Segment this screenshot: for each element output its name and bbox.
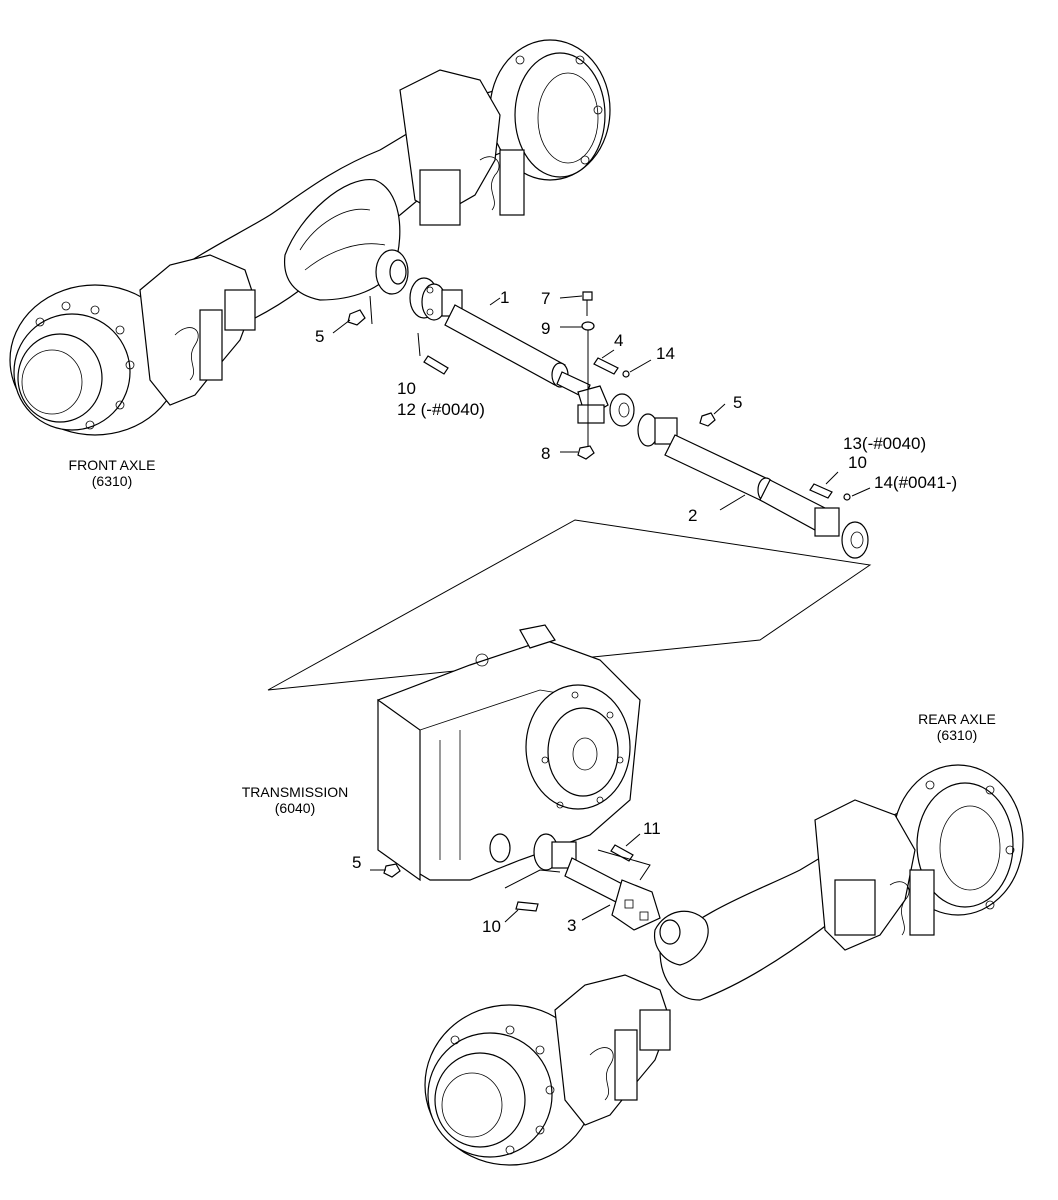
- propeller-shaft-rear: [637, 413, 869, 559]
- nut-icon: [577, 445, 595, 460]
- callout-14-rear: 14(#0041-): [874, 473, 957, 492]
- propeller-shaft-transmission: [533, 833, 661, 931]
- washer-icon: [622, 370, 630, 378]
- callout-5-front: 5: [315, 327, 324, 346]
- callout-1: 1: [500, 288, 509, 307]
- callout-10-rear: 10: [848, 453, 867, 472]
- front-axle-drawing: [9, 39, 611, 436]
- callout-5-transmission: 5: [352, 853, 361, 872]
- callout-10-transmission: 10: [482, 917, 501, 936]
- bolt-icon: [515, 901, 539, 912]
- nut-icon: [383, 863, 401, 878]
- callout-10-front: 10: [397, 379, 416, 398]
- callouts: 1 2 3 4 5 5 5 7 8 9 10 10 10 11 12 (-#00…: [315, 288, 957, 936]
- transmission-drawing: [377, 624, 641, 882]
- callout-4: 4: [614, 331, 623, 350]
- callout-9: 9: [541, 319, 550, 338]
- propeller-shaft-front: [409, 277, 635, 427]
- hardware: [347, 291, 851, 912]
- callout-12: 12 (-#0040): [397, 400, 485, 419]
- callout-2: 2: [688, 506, 697, 525]
- left-hub-bolts: [35, 301, 135, 430]
- callout-14-mid: 14: [656, 344, 675, 363]
- bolt-icon: [582, 291, 593, 301]
- nut-icon: [347, 309, 366, 326]
- leader-lines: [332, 295, 871, 923]
- bolt-icon: [610, 844, 634, 862]
- bolt-icon: [809, 483, 833, 499]
- rear-axle-code: (6310): [937, 727, 977, 743]
- callout-5-mid: 5: [733, 393, 742, 412]
- front-axle-label: FRONT AXLE: [69, 457, 156, 473]
- callout-3: 3: [567, 916, 576, 935]
- nut-icon: [699, 412, 716, 427]
- callout-7: 7: [541, 289, 550, 308]
- callout-11: 11: [643, 819, 661, 838]
- callout-8: 8: [541, 444, 550, 463]
- bolt-icon: [423, 355, 449, 375]
- connection-outline: [267, 519, 872, 691]
- rear-axle-drawing: [424, 764, 1024, 1166]
- transmission-code: (6040): [275, 800, 315, 816]
- rear-axle-label: REAR AXLE: [918, 711, 996, 727]
- front-axle-code: (6310): [92, 473, 132, 489]
- transmission-label: TRANSMISSION: [242, 784, 349, 800]
- callout-13: 13(-#0040): [843, 434, 926, 453]
- washer-icon: [843, 493, 851, 501]
- bolt-icon: [593, 357, 619, 375]
- washer-icon: [581, 321, 595, 331]
